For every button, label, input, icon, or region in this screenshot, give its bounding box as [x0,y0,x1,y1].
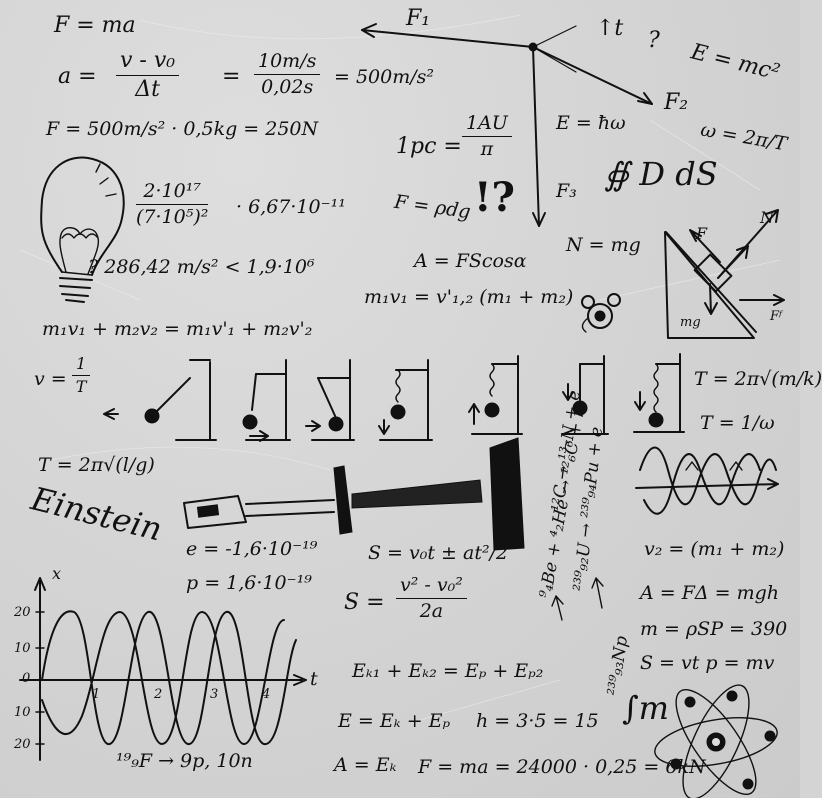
question-mark-top: ? [648,28,660,53]
force-vector-diagram [361,23,653,227]
incline-friction-label: Fᶠ [770,309,783,324]
sketch-layer [19,14,785,798]
board-scratches [19,14,781,721]
frequency-fraction: 1 T [72,356,91,396]
proton-charge: p = 1,6·10⁻¹⁹ [186,572,312,594]
acceleration-result: = 500m/s² [334,66,435,88]
normal-force: N = mg [566,234,641,256]
period-from-omega: T = 1/ω [700,412,775,434]
sine-wave-drawing [635,446,779,515]
momentum-conservation: m₁v₁ + m₂v₂ = m₁v'₁ + m₂v'₂ [42,318,313,340]
frequency-denominator: T [75,377,87,396]
acceleration-lhs: a = [58,64,97,89]
atom-drawing [654,684,778,798]
incline-force-label: F [696,224,708,243]
graph-y-tick: 0 [22,671,31,686]
acceleration-comparison: ? 286,42 m/s² < 1,9·10⁶ [88,256,315,278]
oscillation-graph [19,577,307,761]
torch-drawing [183,437,525,551]
mass-density: m = ρSP = 390 [640,618,788,640]
force-final-calculation: F = ma = 24000 · 0,25 = 6kN [418,756,706,778]
scientific-fraction: 2·10¹⁷ (7·10⁵)² [136,182,209,228]
height-product: h = 3·5 = 15 [476,710,599,732]
frequency-numerator: 1 [72,356,91,376]
surface-integral: ∯ D dS [604,155,718,193]
pendulum-sequence [103,353,685,442]
fluorine-composition: ¹⁹₉F → 9p, 10n [116,750,253,772]
parsec-numerator: 1AU [462,114,512,137]
scientific-denominator: (7·10⁵)² [136,206,209,228]
light-bulb-drawing [40,156,125,303]
time-arrow-label: ↑t [596,16,624,41]
graph-x-tick: 4 [262,687,271,702]
graph-x-tick: 2 [154,687,163,702]
graph-x-tick: 3 [210,687,219,702]
acceleration-values-numerator: 10m/s [254,52,321,75]
incline-normal-label: N [760,208,774,227]
graph-y-tick: 10 [14,641,31,656]
vector-f2-label: F₂ [664,90,689,115]
gravitational-constant: · 6,67·10⁻¹¹ [236,196,346,218]
scientific-numerator: 2·10¹⁷ [136,182,209,205]
displacement-formula: S = v₀t ± at²/2 [368,542,509,564]
graph-y-tick: 10 [14,705,31,720]
displacement-v-fraction: v² - v₀² 2a [396,576,467,621]
graph-y-axis-label: x [52,564,62,583]
displacement-v-lhs: S = [344,590,385,615]
work-potential: A = FΔ = mgh [640,582,780,604]
parsec-denominator: π [480,138,494,160]
parsec-fraction: 1AU π [462,114,512,159]
displacement-v-numerator: v² - v₀² [396,576,467,599]
combined-velocity: v₂ = (m₁ + m₂) [644,538,785,560]
decay-arrows [551,577,604,621]
incline-plane-drawing [664,209,785,339]
acceleration-equals: = [222,64,241,89]
incline-gravity-label: mg [680,315,701,330]
work-formula: A = FScosα [414,250,527,272]
integral-small: ∫m [622,689,670,727]
acceleration-fraction: v - v₀ Δt [116,50,180,102]
frequency-lhs: v = [34,368,67,390]
acceleration-numerator: v - v₀ [116,50,180,76]
parsec-lhs: 1pc = [396,134,462,159]
distance-momentum: S = vt p = mv [640,652,775,674]
acceleration-denominator: Δt [135,77,160,102]
vector-f3-label: F₃ [556,180,577,202]
graph-x-axis-label: t [310,668,318,690]
graph-y-tick: 20 [14,605,31,620]
acceleration-values-denominator: 0,02s [261,76,314,98]
vector-f1-label: F₁ [406,6,431,31]
inelastic-collision: m₁v₁ = v'₁,₂ (m₁ + m₂) [364,286,574,308]
total-energy: E = Eₖ + Eₚ [338,710,451,732]
pendulum-period: T = 2π√(l/g) [38,454,155,476]
photon-energy: E = ħω [556,112,626,134]
force-calculation: F = 500m/s² · 0,5kg = 250N [46,118,319,140]
graph-x-tick: 1 [92,687,101,702]
exclamation-question: !? [474,174,515,221]
work-kinetic: A = Eₖ [334,754,397,776]
molecule-drawing [581,293,621,333]
spring-period: T = 2π√(m/k) [694,368,822,390]
energy-conservation: Eₖ₁ + Eₖ₂ = Eₚ + Eₚ₂ [352,660,544,682]
electron-charge: e = -1,6·10⁻¹⁹ [186,538,318,560]
newton-second-law: F = ma [54,13,136,38]
acceleration-values-fraction: 10m/s 0,02s [254,52,321,98]
displacement-v-denominator: 2a [419,600,444,622]
graph-y-tick: 20 [14,737,31,752]
